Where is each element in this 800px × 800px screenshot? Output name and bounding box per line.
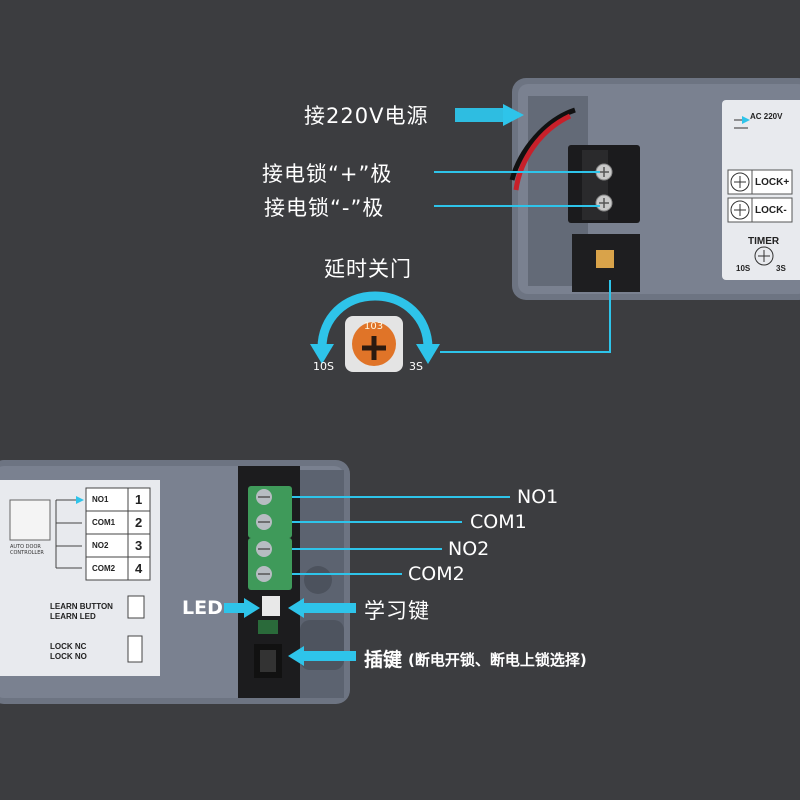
jumper-label: 插键 [364,649,403,671]
jumper-note: (断电开锁、断电上锁选择) [408,651,587,669]
led-label: LED [182,597,223,619]
device-timer-3s: 3S [776,264,786,273]
device-timer-10s: 10S [736,264,751,273]
bottom-device [0,460,350,704]
lock-plus-label: 接电锁“+”极 [262,162,393,186]
ac-label: AC 220V [750,112,783,121]
device-row-3-num: 3 [135,538,143,553]
device-controller-label: AUTO DOOR CONTROLLER [10,544,44,556]
device-learn-led: LEARN LED [50,612,96,621]
com1-label: COM1 [470,511,527,533]
device-row-1-name: NO1 [92,495,109,504]
device-row-1-num: 1 [135,492,143,507]
device-row-3-name: NO2 [92,541,109,550]
top-arrows [434,104,611,353]
device-lock-nc: LOCK NC [50,642,87,651]
pot-code: 103 [364,321,384,332]
com2-label: COM2 [408,563,465,585]
top-device [509,78,800,300]
device-learn-button: LEARN BUTTON [50,602,113,611]
device-row-4-name: COM2 [92,564,116,573]
device-lock-no: LOCK NO [50,652,87,661]
no2-label: NO2 [448,538,490,560]
learn-key-label: 学习键 [364,599,430,623]
timer-title: 延时关门 [324,257,412,281]
no1-label: NO1 [517,486,559,508]
device-row-2-name: COM1 [92,518,116,527]
device-lock-minus: LOCK- [755,205,787,216]
device-row-4-num: 4 [135,561,143,576]
lock-minus-label: 接电锁“-”极 [264,196,385,220]
device-lock-plus: LOCK+ [755,177,790,188]
bottom-arrows [224,496,510,666]
power-label: 接220V电源 [304,104,429,128]
device-timer: TIMER [748,236,780,247]
timer-min-label: 10S [313,360,334,373]
timer-max-label: 3S [409,360,423,373]
device-row-2-num: 2 [135,515,143,530]
timer-pot-icon [310,291,440,372]
